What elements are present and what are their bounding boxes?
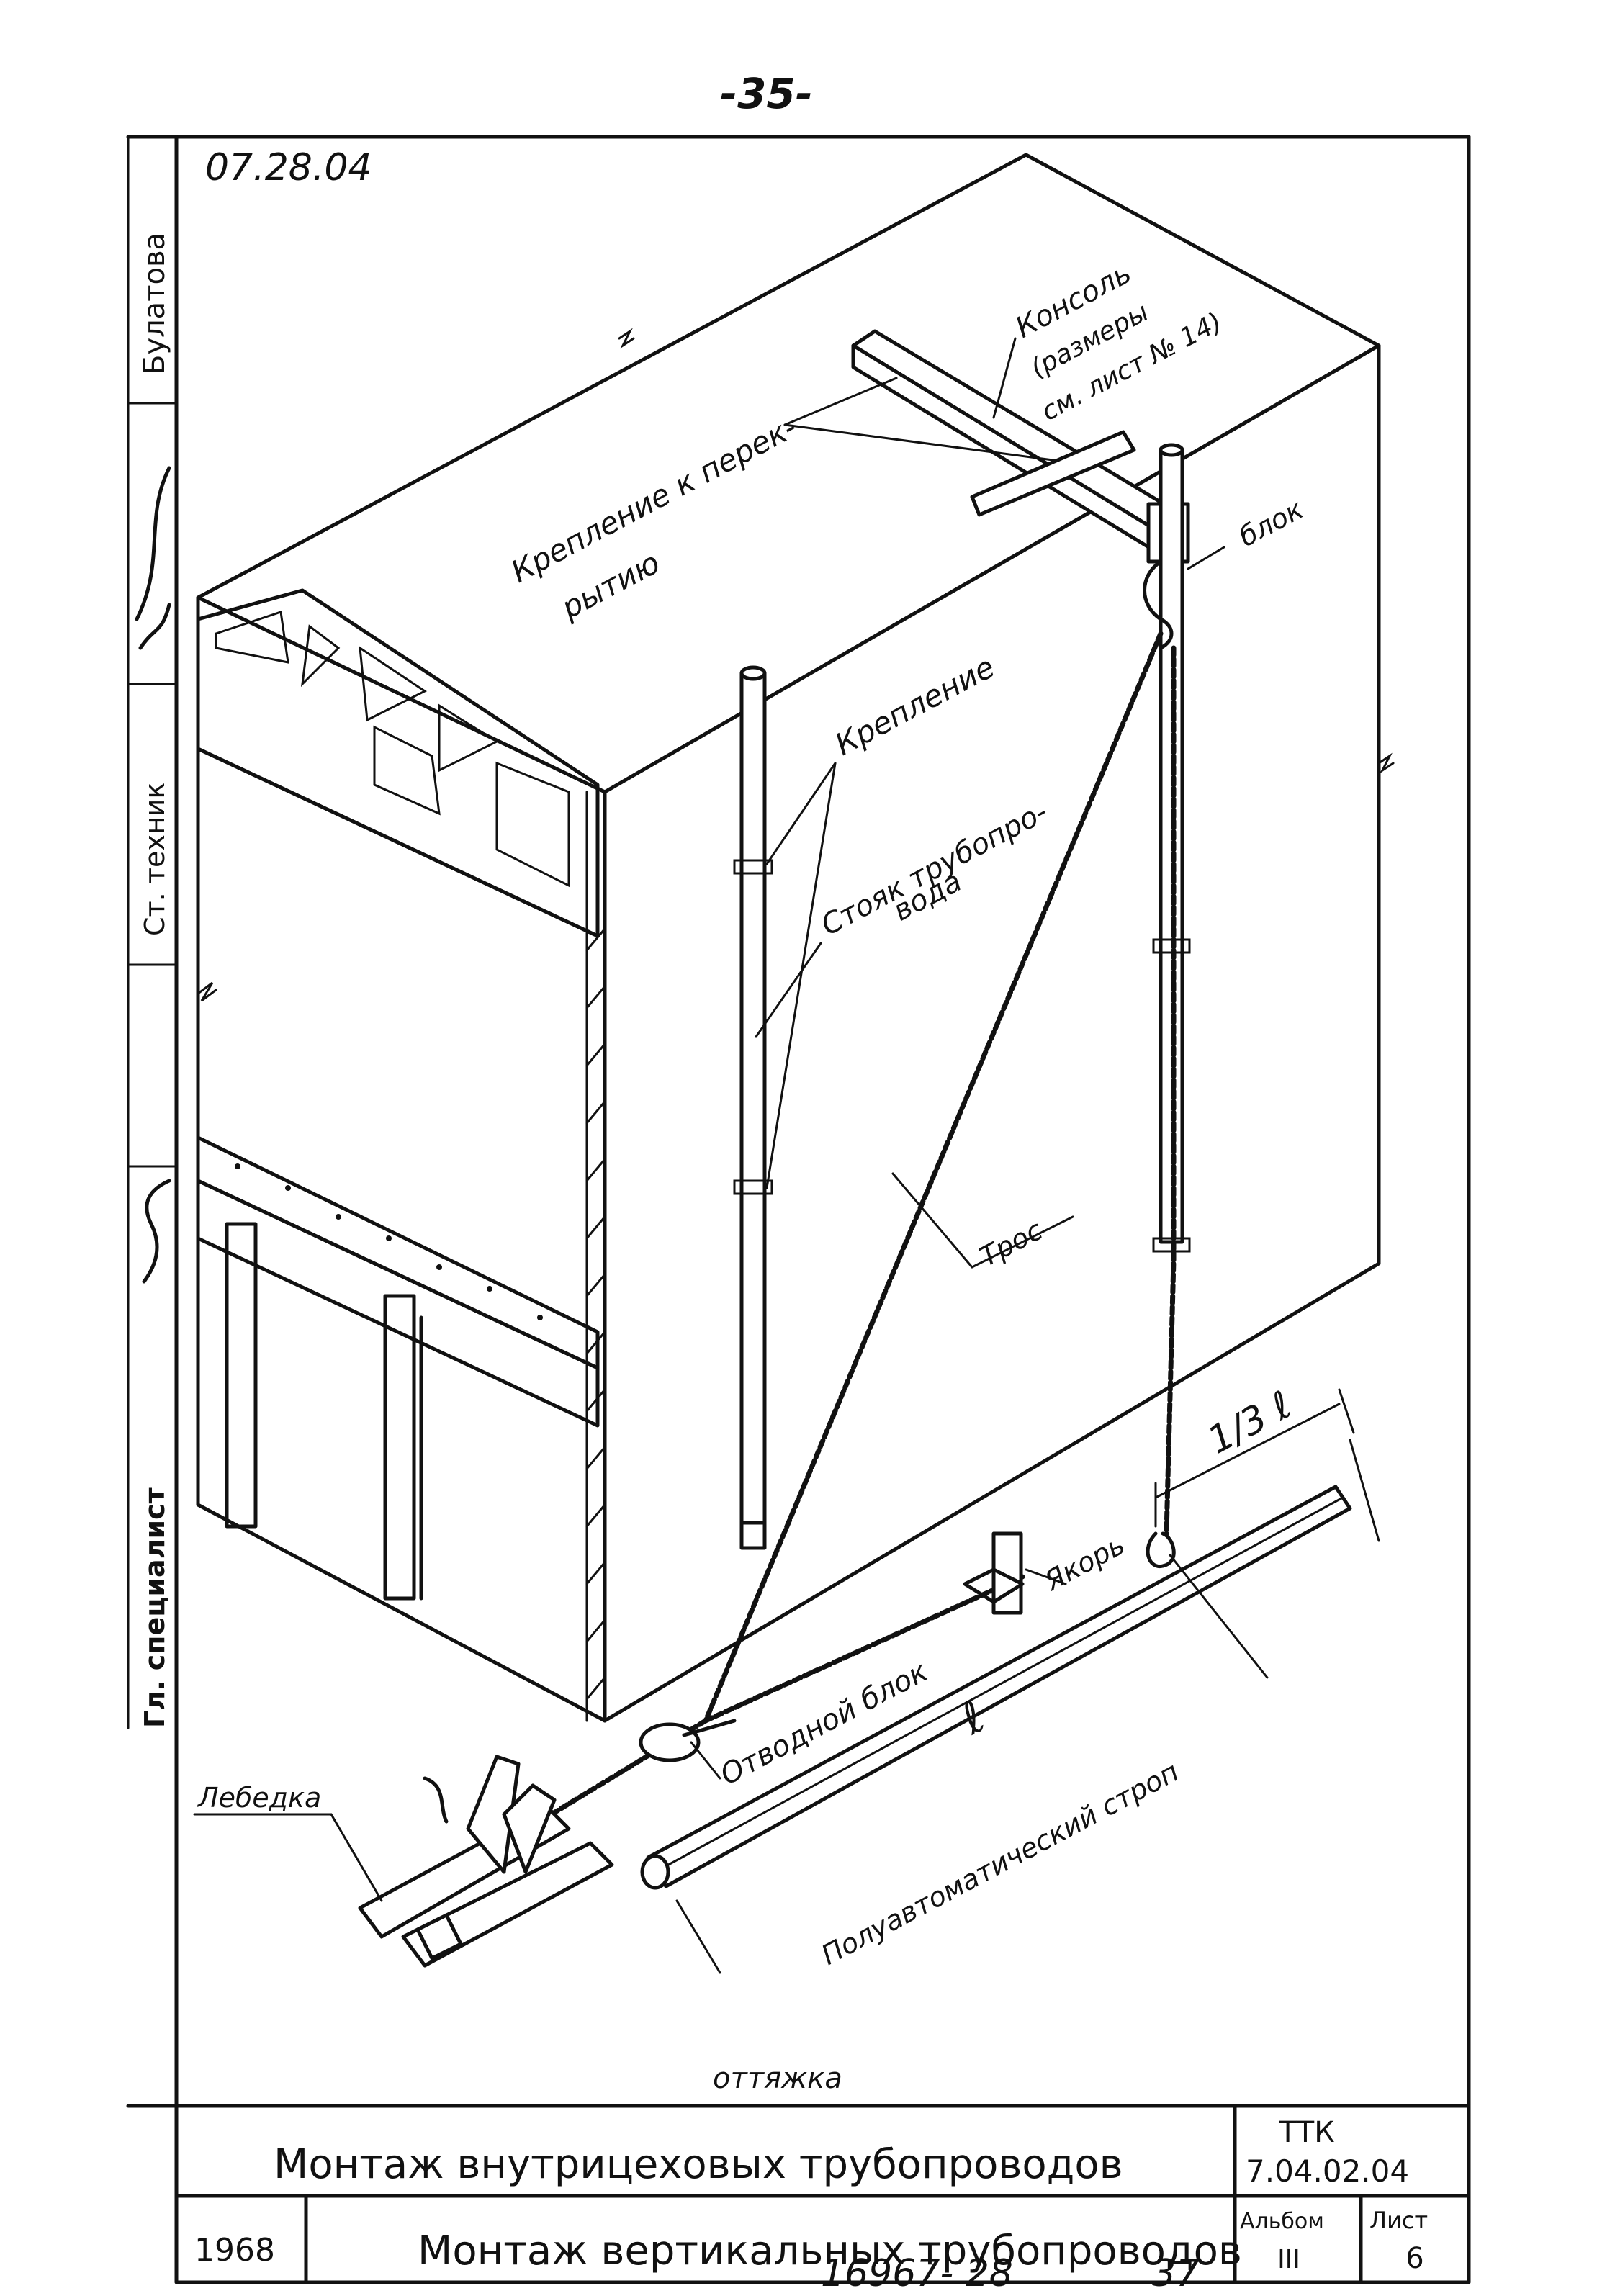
- dimension-third: [1154, 1388, 1380, 1542]
- console-beam: [851, 329, 1190, 564]
- ttk-code: 7.04.02.04: [1246, 2153, 1409, 2189]
- footer-inventory: 16967- 28: [821, 2252, 1013, 2295]
- doc-code: 07.28.04: [205, 146, 372, 189]
- anchor: [963, 1531, 1025, 1615]
- label-winch: Лебедка: [197, 1782, 321, 1814]
- sheet-value: 6: [1405, 2242, 1423, 2275]
- footer-page: 37: [1152, 2252, 1200, 2295]
- stamp-chief-specialist: Гл. специалист: [139, 1487, 171, 1728]
- winch: [358, 1755, 614, 1968]
- title-block: Монтаж внутрицеховых трубопроводов Монта…: [174, 2104, 1471, 2284]
- columns: [225, 1222, 423, 1601]
- rigging-rope: [501, 631, 1177, 1846]
- pipe-riser: [733, 665, 773, 1550]
- floor-slab: [196, 1135, 600, 1428]
- year: 1968: [194, 2232, 275, 2269]
- page-number: -35-: [720, 69, 813, 118]
- roof-truss: [196, 588, 600, 938]
- label-anchor: Якорь: [1039, 1529, 1130, 1597]
- label-guy-line: оттяжка: [713, 2062, 842, 2095]
- stamp-bulatova: Булатова: [138, 233, 171, 374]
- sheet-label: Лист: [1369, 2207, 1428, 2234]
- ttk-label: ТТК: [1278, 2116, 1334, 2149]
- stamp-technician: Ст. техник: [139, 783, 171, 936]
- diverting-block: [639, 1719, 737, 1762]
- ground-pipe: [640, 1485, 1352, 1890]
- leader-lines: [193, 337, 1269, 1974]
- main-title: Монтаж внутрицеховых трубопроводов: [274, 2141, 1123, 2188]
- label-semi-auto-sling: Полуавтоматический строп: [817, 1756, 1184, 1971]
- signature-mark: [135, 466, 171, 1284]
- album-value: III: [1277, 2245, 1300, 2274]
- sidebar-stamps: Булатова Гл. специалист Ст. техник: [127, 233, 178, 1728]
- sub-title: Монтаж вертикальных трубопроводов: [418, 2228, 1242, 2274]
- album-label: Альбом: [1240, 2209, 1324, 2234]
- building-block: [196, 153, 1395, 1723]
